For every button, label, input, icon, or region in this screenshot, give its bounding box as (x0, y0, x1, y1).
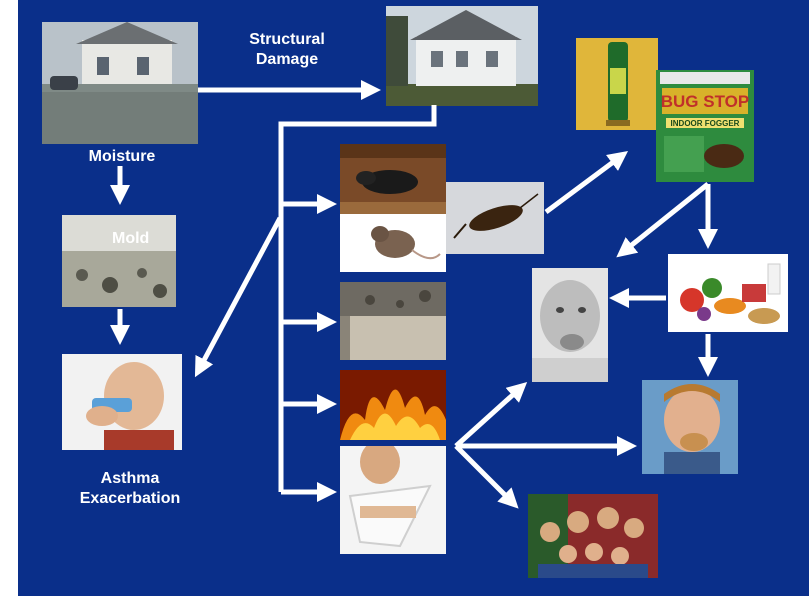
asthma-label-line2: Exacerbation (79, 490, 181, 507)
arrow-pesticide-to-child (616, 182, 710, 258)
insecticide-spray-can-photo (576, 38, 658, 130)
rat-photo (340, 144, 446, 214)
arrow-pests-to-asthma (194, 216, 283, 378)
arrow-injury-to-family (454, 444, 519, 509)
svg-text:BUG STOP: BUG STOP (661, 92, 749, 111)
structural-damage-label-line1: Structural (249, 31, 325, 48)
arm-sling-injury-photo (340, 446, 446, 554)
inhaler-child-photo (62, 354, 182, 450)
mouse-photo (340, 214, 446, 272)
food-assortment-photo (668, 254, 788, 332)
bug-stop-fogger-box-photo: BUG STOP INDOOR FOGGER (656, 70, 754, 182)
asthma-label-line1: Asthma (100, 470, 160, 487)
arrow-injury-to-child (454, 381, 528, 448)
moldy-wall-photo (62, 215, 176, 307)
svg-text:INDOOR FOGGER: INDOOR FOGGER (671, 119, 740, 128)
flooded-house-photo (42, 22, 198, 144)
moisture-label: Moisture (88, 148, 156, 165)
fire-photo (340, 370, 446, 440)
slide: Moisture Structural Damage (18, 0, 809, 596)
cockroach-photo (446, 182, 544, 254)
arrow-structural-branch (278, 105, 437, 492)
boy-eating-photo (642, 380, 738, 474)
structural-damage-label: Structural Damage (232, 30, 342, 70)
asthma-exacerbation-label: Asthma Exacerbation (60, 469, 200, 509)
family-group-photo (528, 494, 658, 578)
arrows-layer (110, 80, 718, 509)
structural-damage-label-line2: Damage (255, 51, 319, 68)
window-sill-mold-photo (340, 282, 446, 360)
damaged-house-photo (386, 6, 538, 106)
arrow-pests-to-pesticide (544, 151, 629, 215)
mold-label: Mold (112, 230, 150, 247)
child-eating-photo (532, 268, 608, 382)
